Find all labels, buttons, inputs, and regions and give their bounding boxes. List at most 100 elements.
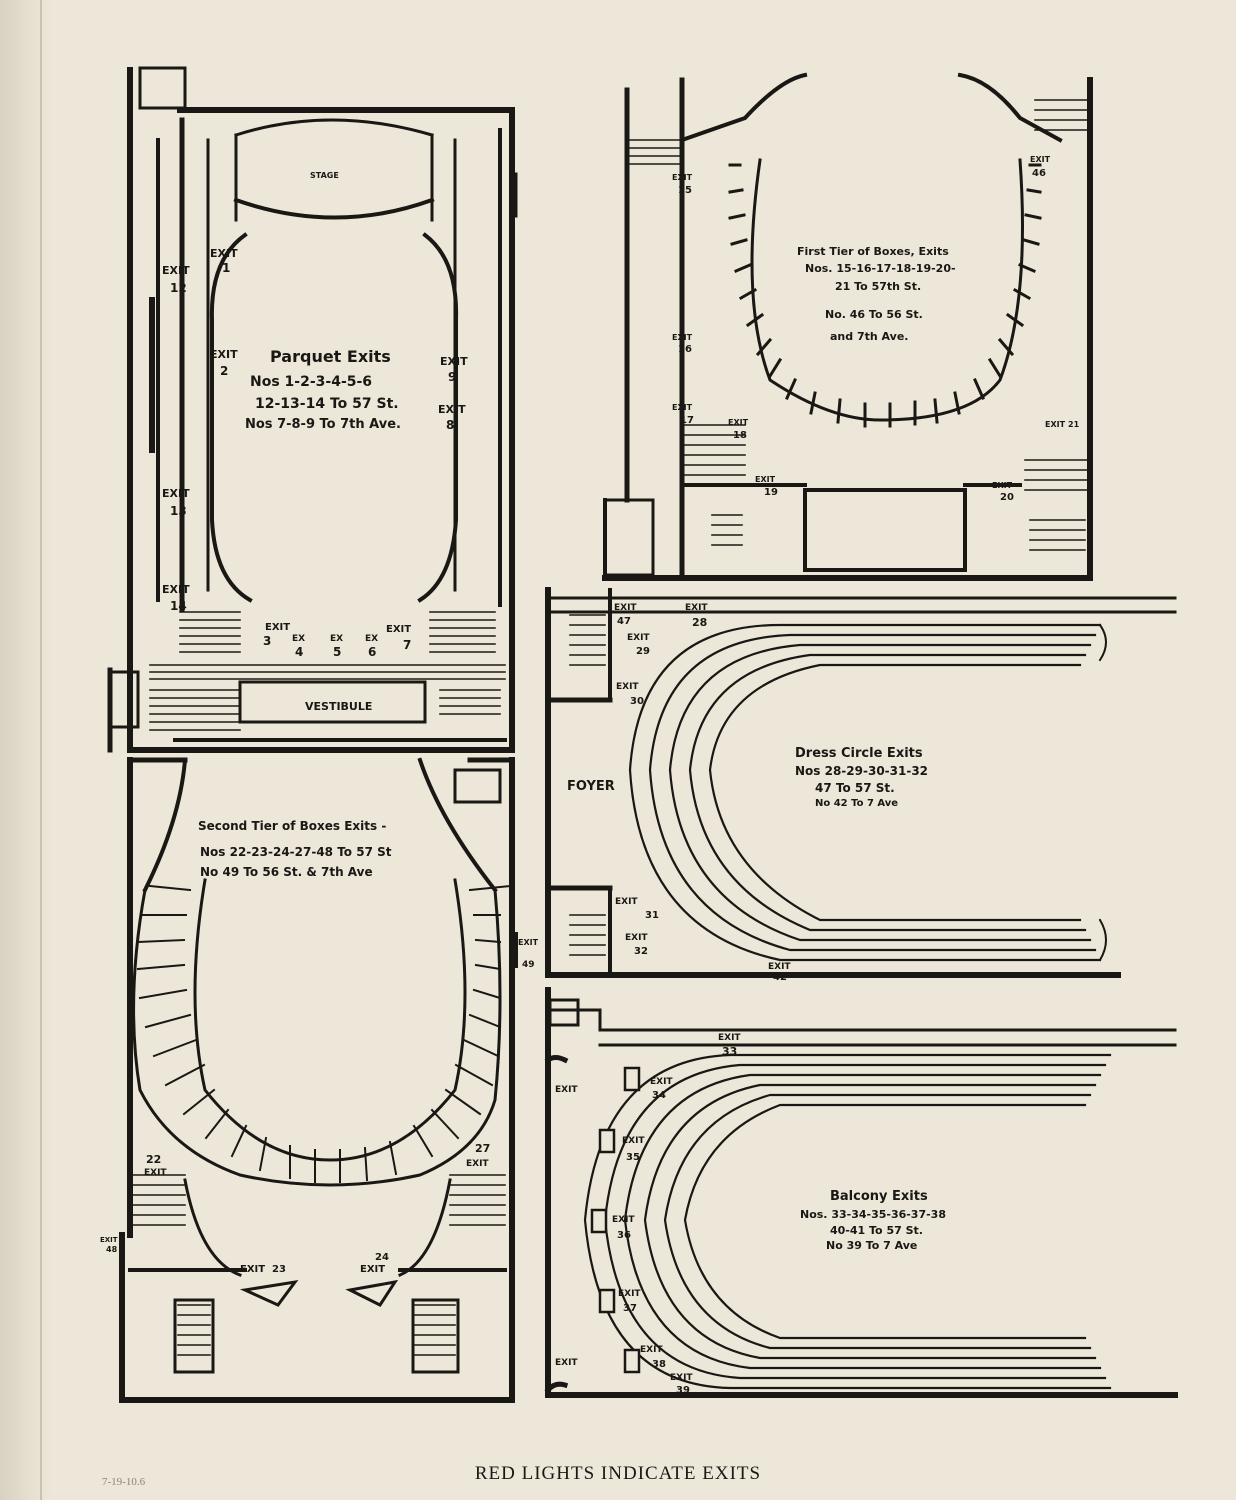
- caption: RED LIGHTS INDICATE EXITS: [474, 1463, 762, 1484]
- exit-word: EXIT: [728, 418, 749, 427]
- exit-number: 22: [146, 1153, 161, 1166]
- first-tier-box-partitions: [728, 163, 1042, 428]
- first-tier-line-3: No. 46 To 56 St.: [825, 308, 923, 321]
- exit-number: 14: [170, 599, 187, 613]
- exit-number: 42: [773, 972, 787, 983]
- exit-word: EXIT: [718, 1033, 741, 1043]
- exit-word: EXIT: [992, 481, 1013, 490]
- exit-number: 46: [1032, 168, 1046, 179]
- exit-word: EXIT: [555, 1358, 578, 1368]
- second-tier-plan: [119, 757, 518, 1403]
- exit-word: EXIT: [672, 333, 693, 342]
- exit-word: EXIT: [162, 583, 190, 596]
- exit-word: EXIT: [672, 403, 693, 412]
- second-tier-line-1: Nos 22-23-24-27-48 To 57 St: [200, 845, 392, 859]
- parquet-line-2: 12-13-14 To 57 St.: [255, 396, 399, 412]
- dress-circle-title: Dress Circle Exits: [795, 746, 923, 761]
- first-tier-plan: [602, 72, 1093, 581]
- exit-number: 17: [680, 415, 694, 426]
- exit-number: 36: [617, 1230, 631, 1241]
- exit-number: 29: [636, 646, 650, 657]
- parquet-line-1: Nos 1-2-3-4-5-6: [250, 374, 372, 390]
- exit-number: 8: [446, 418, 454, 432]
- exit-number: 15: [678, 185, 692, 196]
- dress-circle-tiers: [628, 623, 1102, 962]
- exit-number: 4: [295, 645, 303, 659]
- exit-word: EXIT: [1030, 155, 1051, 164]
- exit-word: EXIT: [438, 403, 466, 416]
- exit-word: EXIT: [162, 487, 190, 500]
- exit-word: EXIT: [1045, 420, 1066, 429]
- exit-number: 38: [652, 1359, 666, 1370]
- exit-word: EXIT: [518, 938, 539, 947]
- exit-word: EXIT: [614, 603, 637, 613]
- dress-circle-line-1: Nos 28-29-30-31-32: [795, 764, 928, 778]
- exit-number: 20: [1000, 492, 1014, 503]
- exit-number: 13: [170, 504, 187, 518]
- exit-number: 19: [764, 487, 778, 498]
- exit-word: EXIT: [210, 348, 238, 361]
- exit-word: EX: [330, 634, 343, 644]
- exit-number: 3: [263, 634, 271, 648]
- first-tier-line-4: and 7th Ave.: [830, 330, 908, 343]
- exit-word: EXIT: [466, 1159, 489, 1169]
- exit-number: 30: [630, 696, 644, 707]
- exit-number: 12: [170, 281, 187, 295]
- pencil-note: 7-19-10.6: [102, 1476, 146, 1488]
- stage-label: STAGE: [310, 171, 339, 180]
- exit-number: 21: [1068, 420, 1080, 429]
- exit-word: EXIT: [555, 1085, 578, 1095]
- dress-circle-line-3: No 42 To 7 Ave: [815, 798, 898, 809]
- dress-circle-line-2: 47 To 57 St.: [815, 781, 895, 795]
- exit-number: 1: [222, 261, 230, 275]
- exit-word: EXIT: [622, 1136, 645, 1146]
- exit-word: EXIT: [210, 247, 238, 260]
- exit-number: 32: [634, 946, 648, 957]
- second-tier-title: Second Tier of Boxes Exits -: [198, 819, 386, 833]
- vestibule-label: VESTIBULE: [305, 700, 372, 713]
- exit-word: EXIT: [100, 1236, 118, 1244]
- exit-word: EXIT: [627, 633, 650, 643]
- exit-word: EXIT: [685, 603, 708, 613]
- exit-word: EXIT: [360, 1264, 385, 1275]
- first-tier-title: First Tier of Boxes, Exits: [797, 245, 949, 258]
- exit-word: EXIT: [755, 475, 776, 484]
- exit-number: 16: [678, 344, 692, 355]
- exit-number: 5: [333, 645, 341, 659]
- exit-word: EXIT: [625, 933, 648, 943]
- exit-word: EXIT: [612, 1215, 635, 1225]
- exit-number: 33: [722, 1045, 737, 1058]
- exit-number: 47: [617, 616, 631, 627]
- foyer-label: FOYER: [567, 779, 615, 794]
- exit-number: 24: [375, 1252, 389, 1263]
- exit-number: 35: [626, 1152, 640, 1163]
- exit-number: 18: [733, 430, 747, 441]
- exit-word: EXIT: [616, 682, 639, 692]
- exit-number: 27: [475, 1142, 490, 1155]
- exit-word: EXIT: [615, 897, 638, 907]
- exit-number: 2: [220, 364, 228, 378]
- page-binding: [0, 0, 52, 1500]
- dress-circle-plan: [545, 587, 1177, 978]
- exit-number: 31: [645, 910, 659, 921]
- exit-number: 6: [368, 645, 376, 659]
- balcony-line-1: Nos. 33-34-35-36-37-38: [800, 1208, 946, 1221]
- exit-number: 9: [448, 370, 456, 384]
- exit-number: 7: [403, 638, 411, 652]
- exit-word: EXIT: [768, 962, 791, 972]
- exit-word: EXIT: [240, 1264, 265, 1275]
- second-tier-line-2: No 49 To 56 St. & 7th Ave: [200, 865, 373, 879]
- exit-number: 23: [272, 1264, 286, 1275]
- parquet-line-3: Nos 7-8-9 To 7th Ave.: [245, 417, 401, 432]
- second-tier-box-partitions: [136, 884, 512, 1183]
- exit-word: EX: [365, 634, 378, 644]
- exit-number: 49: [522, 960, 535, 970]
- exit-word: EXIT: [440, 355, 468, 368]
- balcony-line-2: 40-41 To 57 St.: [830, 1224, 923, 1237]
- exit-word: EX: [292, 634, 305, 644]
- balcony-plan: [544, 987, 1178, 1398]
- exit-word: EXIT: [162, 264, 190, 277]
- exit-word: EXIT: [640, 1345, 663, 1355]
- exit-word: EXIT: [672, 173, 693, 182]
